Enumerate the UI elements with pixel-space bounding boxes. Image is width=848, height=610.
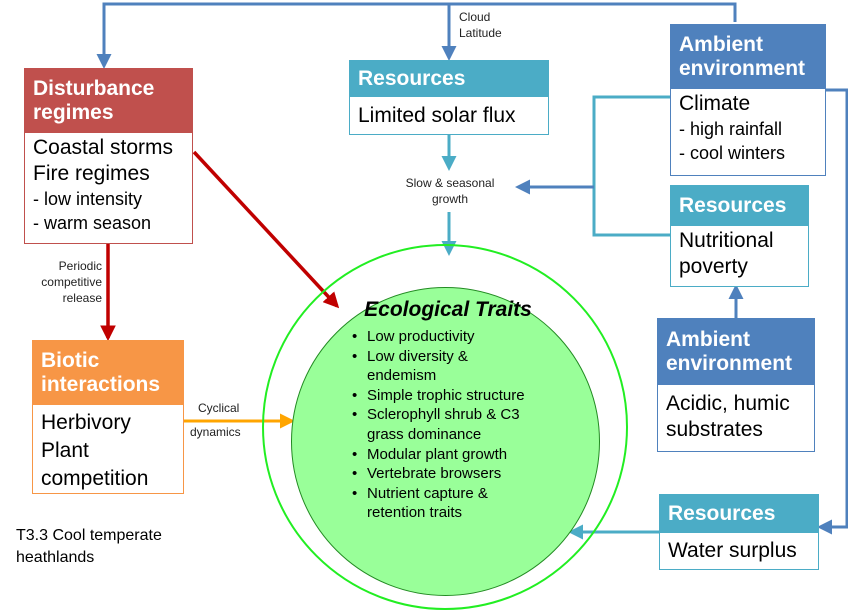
trait-item: Modular plant growth [350, 445, 525, 465]
resources-water-box: Resources Water surplus [659, 494, 819, 570]
disturbance-regimes-box: Disturbance regimes Coastal storms Fire … [24, 68, 193, 244]
figure-caption: T3.3 Cool temperate heathlands [16, 527, 162, 566]
arrow-disturbance-to-traits [192, 150, 340, 309]
biotic-header: Biotic interactions [33, 341, 183, 405]
ambient-header: Ambient environment [658, 319, 814, 385]
arrow-ambient-to-disturbance [96, 2, 737, 69]
disturbance-item: Coastal storms [33, 136, 174, 159]
traits-title: Ecological Traits [364, 298, 532, 321]
biotic-item: Plant [41, 439, 89, 462]
resources-nutrition-box: Resources Nutritional poverty [670, 185, 809, 287]
traits-list: Low productivity Low diversity &endemism… [350, 327, 525, 523]
ambient-climate-body: Climate [679, 92, 751, 115]
line-climate-bracket [592, 95, 670, 237]
trait-item: Vertebrate browsers [350, 464, 525, 484]
water-body: Water surplus [668, 539, 797, 562]
slow-growth-label: Slow & seasonal growth [392, 175, 508, 207]
resources-header: Resources [350, 61, 548, 97]
climate-detail: - cool winters [679, 143, 786, 163]
substrate-body: substrates [666, 418, 763, 441]
nutrition-body: Nutritional [679, 229, 774, 252]
nutrition-body: poverty [679, 255, 748, 278]
biotic-item: Herbivory [41, 411, 131, 434]
trait-item: Low diversity &endemism [350, 347, 525, 386]
disturbance-detail: - warm season [33, 213, 152, 233]
trait-item: Low productivity [350, 327, 525, 347]
climate-detail: - high rainfall [679, 119, 783, 139]
resources-header: Resources [660, 495, 818, 533]
trait-item: Simple trophic structure [350, 386, 525, 406]
resources-header: Resources [671, 186, 808, 226]
disturbance-item: Fire regimes [33, 162, 150, 185]
resources-solar-body: Limited solar flux [358, 104, 516, 127]
cyclical-dynamics-label: Cyclical dynamics [190, 401, 241, 439]
biotic-item: competition [41, 467, 149, 490]
cloud-latitude-label: Cloud Latitude [459, 10, 502, 40]
resources-solar-box: Resources Limited solar flux [349, 60, 549, 135]
substrate-body: Acidic, humic [666, 392, 790, 415]
disturbance-detail: - low intensity [33, 189, 143, 209]
periodic-release-label: Periodic competitive release [41, 259, 102, 305]
ambient-header: Ambient environment [671, 25, 825, 89]
trait-item: Nutrient capture &retention traits [350, 484, 525, 523]
disturbance-header: Disturbance regimes [25, 69, 192, 133]
ambient-substrate-box: Ambient environment Acidic, humic substr… [657, 318, 815, 452]
biotic-interactions-box: Biotic interactions Herbivory Plant comp… [32, 340, 184, 494]
arrow-ambient-to-water [817, 88, 848, 535]
ambient-climate-box: Ambient environment Climate - high rainf… [670, 24, 826, 176]
